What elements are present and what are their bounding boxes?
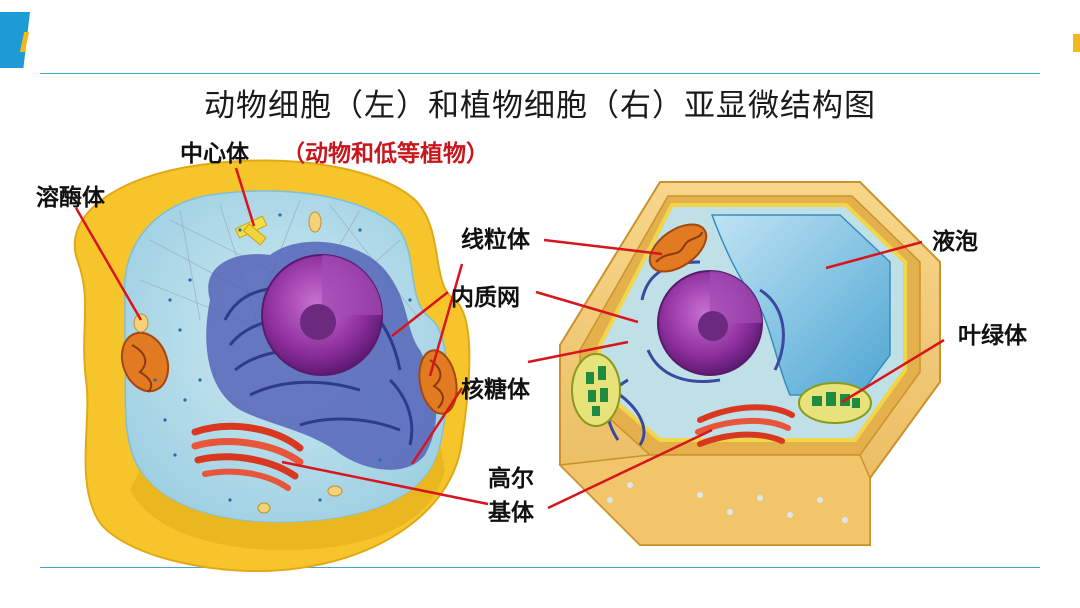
animal-centriole (234, 215, 268, 246)
animal-section-face (130, 445, 445, 551)
animal-cell (73, 159, 471, 573)
corner-accent-mark (1073, 34, 1080, 52)
label-lysosome: 溶酶体 (36, 185, 105, 211)
pointer-ribosome-plant (527, 340, 629, 364)
label-golgi-line1: 高尔 (488, 466, 534, 492)
label-golgi: 高尔 基体 (488, 462, 534, 530)
pointer-centriole (234, 167, 256, 227)
pointer-golgi-plant (547, 428, 713, 510)
plant-vacuole (710, 214, 891, 396)
pointer-mito-animal (428, 263, 464, 377)
animal-mitochondrion-left (120, 331, 170, 393)
label-golgi-line2: 基体 (488, 500, 534, 526)
animal-lysosome (133, 313, 149, 333)
label-ribosome: 核糖体 (461, 377, 530, 403)
top-divider (40, 73, 1040, 74)
label-er: 内质网 (451, 285, 520, 311)
label-centriole: 中心体 (180, 141, 249, 167)
plant-nucleolus (698, 311, 728, 341)
plant-chloroplast-right (798, 382, 872, 424)
label-mitochondrion: 线粒体 (461, 227, 530, 253)
plant-golgi (695, 404, 795, 447)
pointer-golgi-animal (281, 460, 489, 506)
plant-nucleus-cut (710, 271, 762, 323)
pointer-er-plant (535, 290, 639, 324)
animal-nucleus-cut (322, 255, 382, 315)
pointer-lines (74, 167, 945, 510)
slide-title: 动物细胞（左）和植物细胞（右）亚显微结构图 (204, 88, 876, 124)
animal-vesicle (308, 211, 322, 233)
animal-ribosomes (153, 213, 412, 502)
animal-vesicle (257, 502, 271, 514)
label-chloroplast: 叶绿体 (958, 323, 1027, 349)
label-vacuole: 液泡 (932, 229, 978, 255)
label-centriole-note: （动物和低等植物） (282, 141, 489, 167)
pointer-ribosome-animal (410, 387, 464, 465)
plant-front-face (558, 454, 871, 546)
animal-golgi (191, 422, 304, 491)
plant-wall-pits (607, 482, 848, 523)
pointer-mito-plant (543, 238, 663, 256)
plant-chloroplast-left (571, 353, 621, 427)
plant-cell (558, 181, 941, 546)
bottom-divider (40, 567, 1040, 568)
animal-vesicle (327, 485, 343, 497)
pointer-vacuole (825, 240, 923, 270)
pointer-lysosome (74, 207, 143, 321)
animal-nucleolus (300, 304, 336, 340)
plant-mitochondrion (648, 223, 708, 273)
pointer-er-animal (391, 291, 449, 337)
pointer-chloroplast (841, 338, 945, 404)
animal-mitochondrion-right (418, 349, 458, 415)
